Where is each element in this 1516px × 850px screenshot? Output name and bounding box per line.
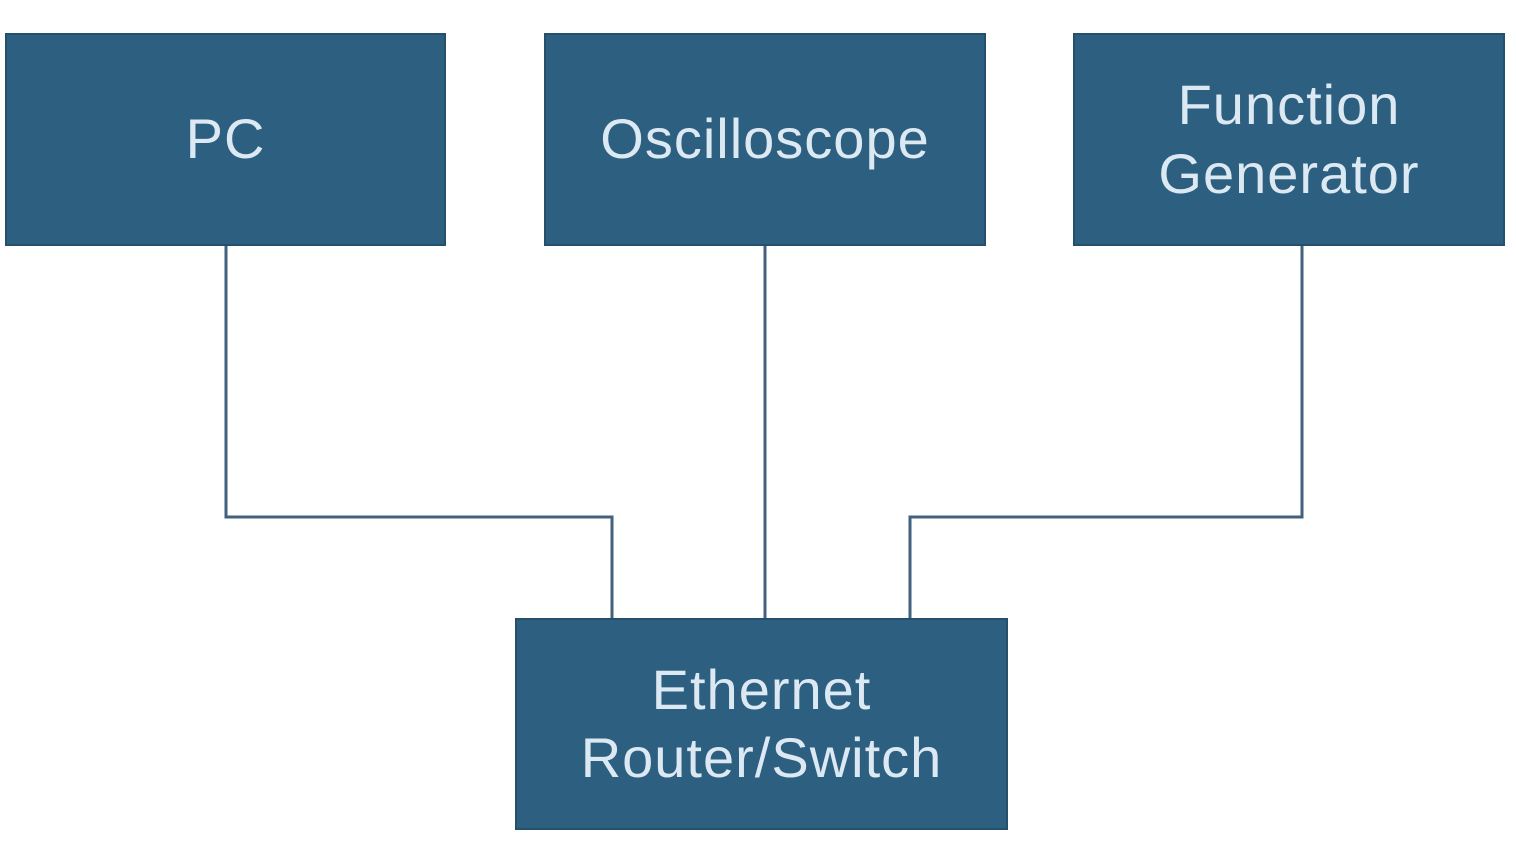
node-pc: PC: [5, 33, 446, 246]
node-oscilloscope: Oscilloscope: [544, 33, 986, 246]
connector-pc-to-router: [224, 246, 614, 618]
node-function-generator: Function Generator: [1073, 33, 1505, 246]
node-ethernet-router-switch-label: Ethernet Router/Switch: [580, 657, 943, 789]
node-pc-label: PC: [185, 107, 266, 171]
node-function-generator-label: Function Generator: [1158, 73, 1420, 205]
node-oscilloscope-label: Oscilloscope: [600, 107, 930, 171]
connector-function-generator-to-router: [908, 246, 1304, 618]
node-ethernet-router-switch: Ethernet Router/Switch: [515, 618, 1008, 830]
